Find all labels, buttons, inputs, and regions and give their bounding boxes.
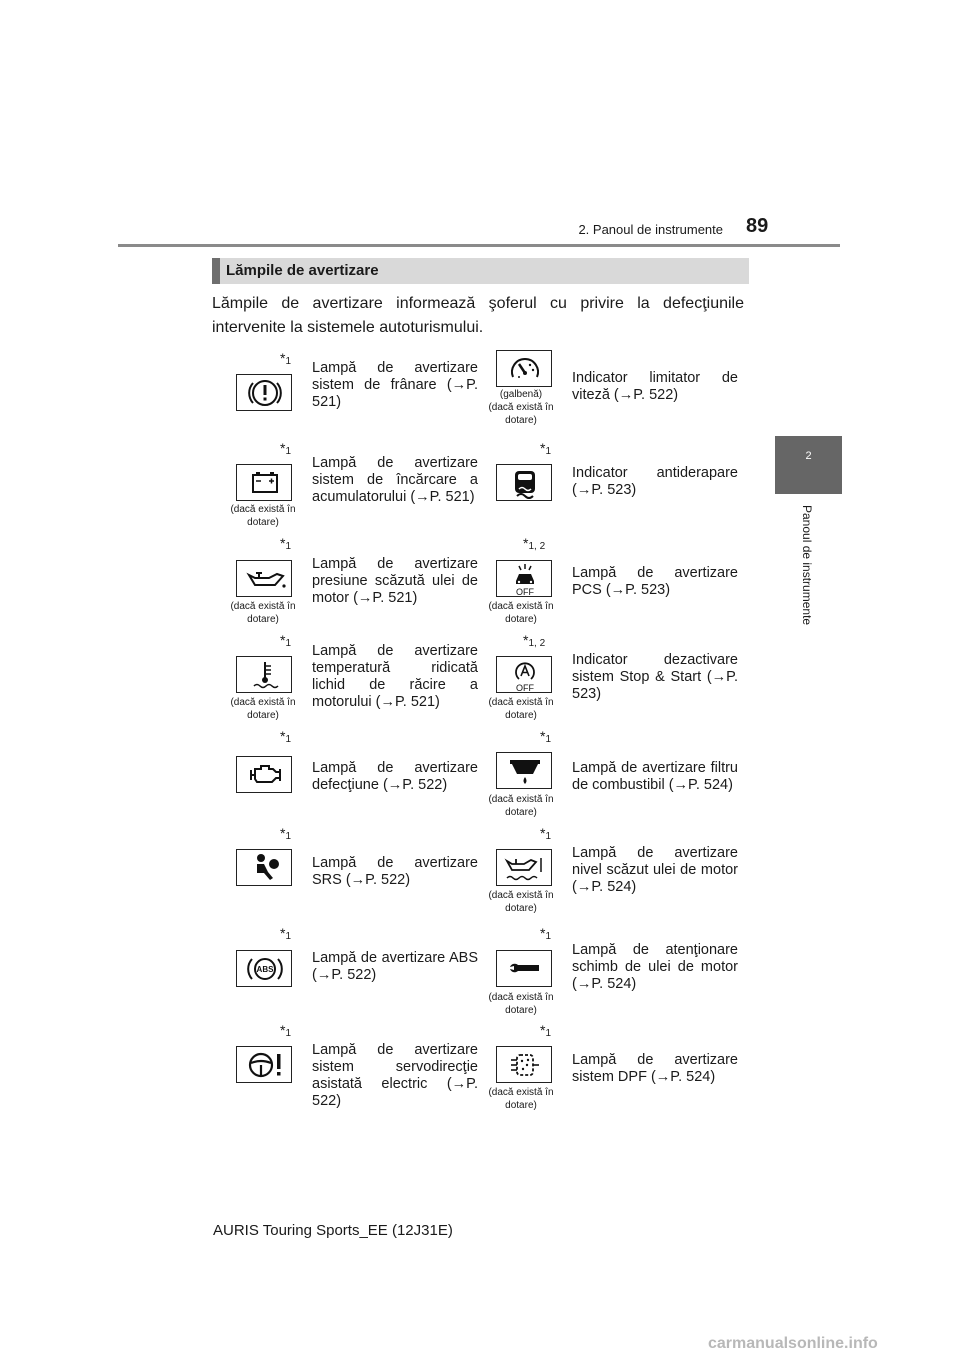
lamp-desc-oil-pressure: Lampă de avertizare presiune scăzută ule…	[312, 556, 478, 606]
lamp-note: (dacă există în dotare)	[230, 697, 296, 721]
lamp-desc-coolant: Lampă de avertizare temperatură ridicată…	[312, 643, 478, 710]
check-engine-icon	[236, 756, 292, 793]
lamp-desc-oil-level: Lampă de avertizare nivel scăzut ulei de…	[572, 845, 738, 895]
footnote-mark: *1	[280, 440, 292, 457]
brake-warning-icon	[236, 374, 292, 411]
slip-indicator-icon	[496, 464, 552, 501]
footnote-mark: *1	[280, 825, 292, 842]
lamp-note: (dacă există în dotare)	[488, 697, 554, 721]
footnote-mark: *1	[280, 632, 292, 649]
lamp-desc-fuel-filter: Lampă de avertizare filtru de combustibi…	[572, 760, 738, 793]
footnote-mark: *1	[280, 728, 292, 745]
lamp-desc-battery: Lampă de avertizare sistem de încărcare …	[312, 455, 478, 505]
chapter-tab-number: 2	[805, 450, 812, 462]
speed-limiter-icon	[496, 350, 552, 387]
coolant-temperature-icon	[236, 656, 292, 693]
lamp-desc-pcs: Lampă de avertizare PCS (→P. 523)	[572, 565, 738, 598]
lamp-note: (dacă există în dotare)	[488, 992, 554, 1016]
lamp-note: (dacă există în dotare)	[488, 601, 554, 625]
lamp-desc-dpf: Lampă de avertizare sistem DPF (→P. 524)	[572, 1052, 738, 1085]
svg-text:OFF: OFF	[516, 587, 534, 597]
chapter-tab-label: Panoul de instrumente	[800, 505, 814, 626]
footnote-mark: *1, 2	[523, 535, 546, 552]
watermark: carmanualsonline.info	[708, 1335, 878, 1352]
footnote-mark: *1, 2	[523, 632, 546, 649]
lamp-note: (dacă există în dotare)	[230, 601, 296, 625]
lamp-note: (galbenă) (dacă există în dotare)	[488, 389, 554, 426]
footnote-mark: *1	[540, 925, 552, 942]
footnote-mark: *1	[540, 1022, 552, 1039]
stop-start-off-icon: OFF	[496, 656, 552, 693]
section-box-header: Lămpile de avertizare	[212, 258, 749, 284]
footnote-mark: *1	[280, 925, 292, 942]
footnote-mark: *1	[280, 535, 292, 552]
section-title: 2. Panoul de instrumente	[578, 222, 723, 237]
footnote-mark: *1	[540, 728, 552, 745]
lamp-desc-malfunction: Lampă de avertizare defecţiune (→P. 522)	[312, 760, 478, 793]
oil-level-icon	[496, 849, 552, 886]
lamp-desc-oil-change: Lampă de atenţionare schimb de ulei de m…	[572, 942, 738, 992]
footnote-mark: *1	[280, 350, 292, 367]
dpf-icon	[496, 1046, 552, 1083]
footnote-mark: *1	[540, 440, 552, 457]
page-number: 89	[746, 215, 769, 237]
lamp-desc-slip: Indicator antiderapare (→P. 523)	[572, 465, 738, 498]
battery-icon	[236, 464, 292, 501]
lamp-note: (dacă există în dotare)	[488, 794, 554, 818]
lamp-note: (dacă există în dotare)	[488, 1087, 554, 1111]
pcs-off-icon: OFF	[496, 560, 552, 597]
lamp-note: (dacă există în dotare)	[488, 890, 554, 914]
intro-paragraph: Lămpile de avertizare informează şoferul…	[212, 295, 744, 336]
footer-model: AURIS Touring Sports_EE (12J31E)	[213, 1222, 453, 1239]
lamp-desc-brake: Lampă de avertizare sistem de frânare (→…	[312, 360, 478, 410]
chapter-tab-label-wrap: Panoul de instrumente	[798, 505, 816, 645]
chapter-tab	[775, 436, 842, 494]
svg-text:ABS: ABS	[257, 965, 275, 974]
fuel-filter-icon	[496, 752, 552, 789]
section-box-bar	[212, 258, 220, 284]
lamp-desc-abs: Lampă de avertizare ABS (→P. 522)	[312, 950, 478, 983]
footnote-mark: *1	[540, 825, 552, 842]
lamp-desc-stop-start: Indicator dezactivare sistem Stop & Star…	[572, 652, 738, 702]
lamp-desc-srs: Lampă de avertizare SRS (→P. 522)	[312, 855, 478, 888]
srs-airbag-icon	[236, 849, 292, 886]
footnote-mark: *1	[280, 1022, 292, 1039]
abs-icon: ABS	[236, 950, 292, 987]
wrench-icon	[496, 950, 552, 987]
lamp-desc-power-steering: Lampă de avertizare sistem servodirecţie…	[312, 1042, 478, 1109]
lamp-note: (dacă există în dotare)	[230, 504, 296, 528]
lamp-desc-speed-limiter: Indicator limitator de viteză (→P. 522)	[572, 370, 738, 403]
power-steering-icon	[236, 1046, 292, 1083]
oil-pressure-icon	[236, 560, 292, 597]
section-box-title: Lămpile de avertizare	[226, 262, 379, 279]
svg-text:OFF: OFF	[516, 683, 534, 693]
header-rule	[118, 244, 840, 247]
